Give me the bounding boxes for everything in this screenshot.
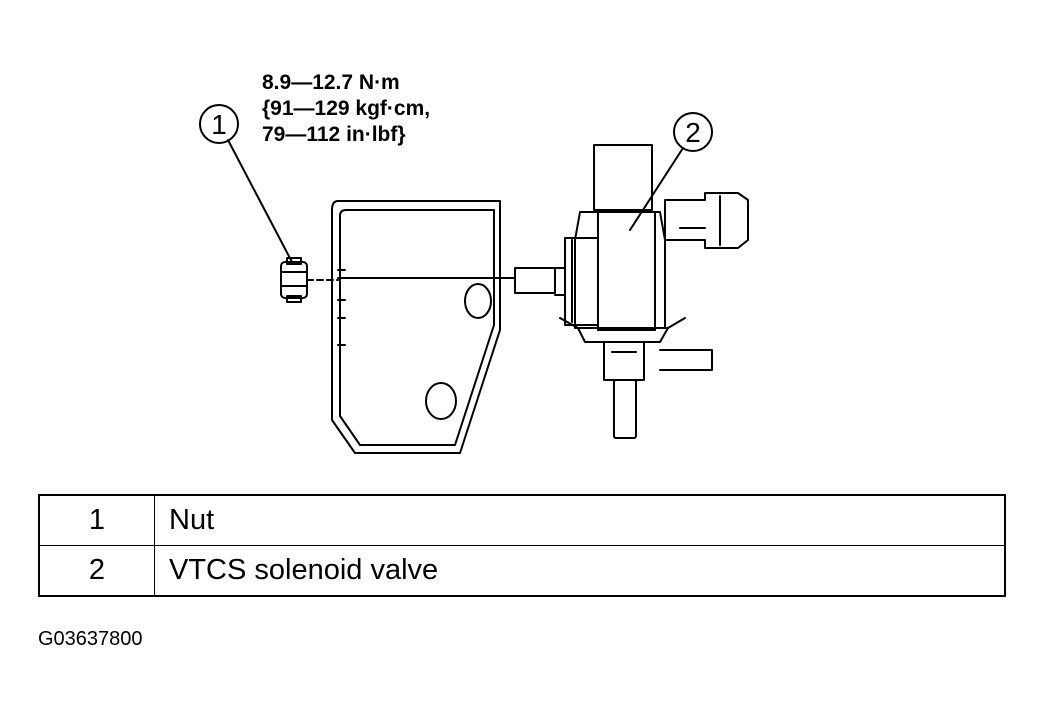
legend-row: 2 VTCS solenoid valve — [38, 545, 1006, 597]
torque-spec-line-1: 8.9—12.7 N·m — [262, 71, 400, 94]
legend-label: VTCS solenoid valve — [154, 545, 1006, 597]
nut-drawing — [280, 257, 308, 303]
parts-diagram: 1 2 — [199, 104, 749, 454]
callout-2-label: 2 — [685, 117, 701, 148]
figure-code: G03637800 — [38, 628, 143, 650]
torque-spec-line-2: {91—129 kgf·cm, — [262, 97, 431, 120]
legend-row: 1 Nut — [38, 494, 1006, 546]
solenoid-valve-drawing — [514, 144, 749, 439]
torque-spec-line-3: 79—112 in·lbf} — [262, 123, 406, 146]
callout-1-label: 1 — [211, 109, 227, 140]
legend-number: 1 — [38, 494, 155, 546]
callout-1 — [199, 104, 293, 263]
callout-1-circle — [199, 104, 239, 144]
torque-spec: 8.9—12.7 N·m {91—129 kgf·cm, 79—112 in·l… — [262, 70, 430, 148]
callout-2-leader — [629, 147, 684, 231]
callout-1-leader — [227, 139, 293, 263]
parts-legend-table: 1 Nut 2 VTCS solenoid valve — [38, 494, 1006, 597]
legend-label: Nut — [154, 494, 1006, 546]
callout-2 — [629, 112, 713, 231]
legend-number: 2 — [38, 545, 155, 597]
callout-2-circle — [673, 112, 713, 152]
bracket-drawing — [331, 200, 501, 454]
